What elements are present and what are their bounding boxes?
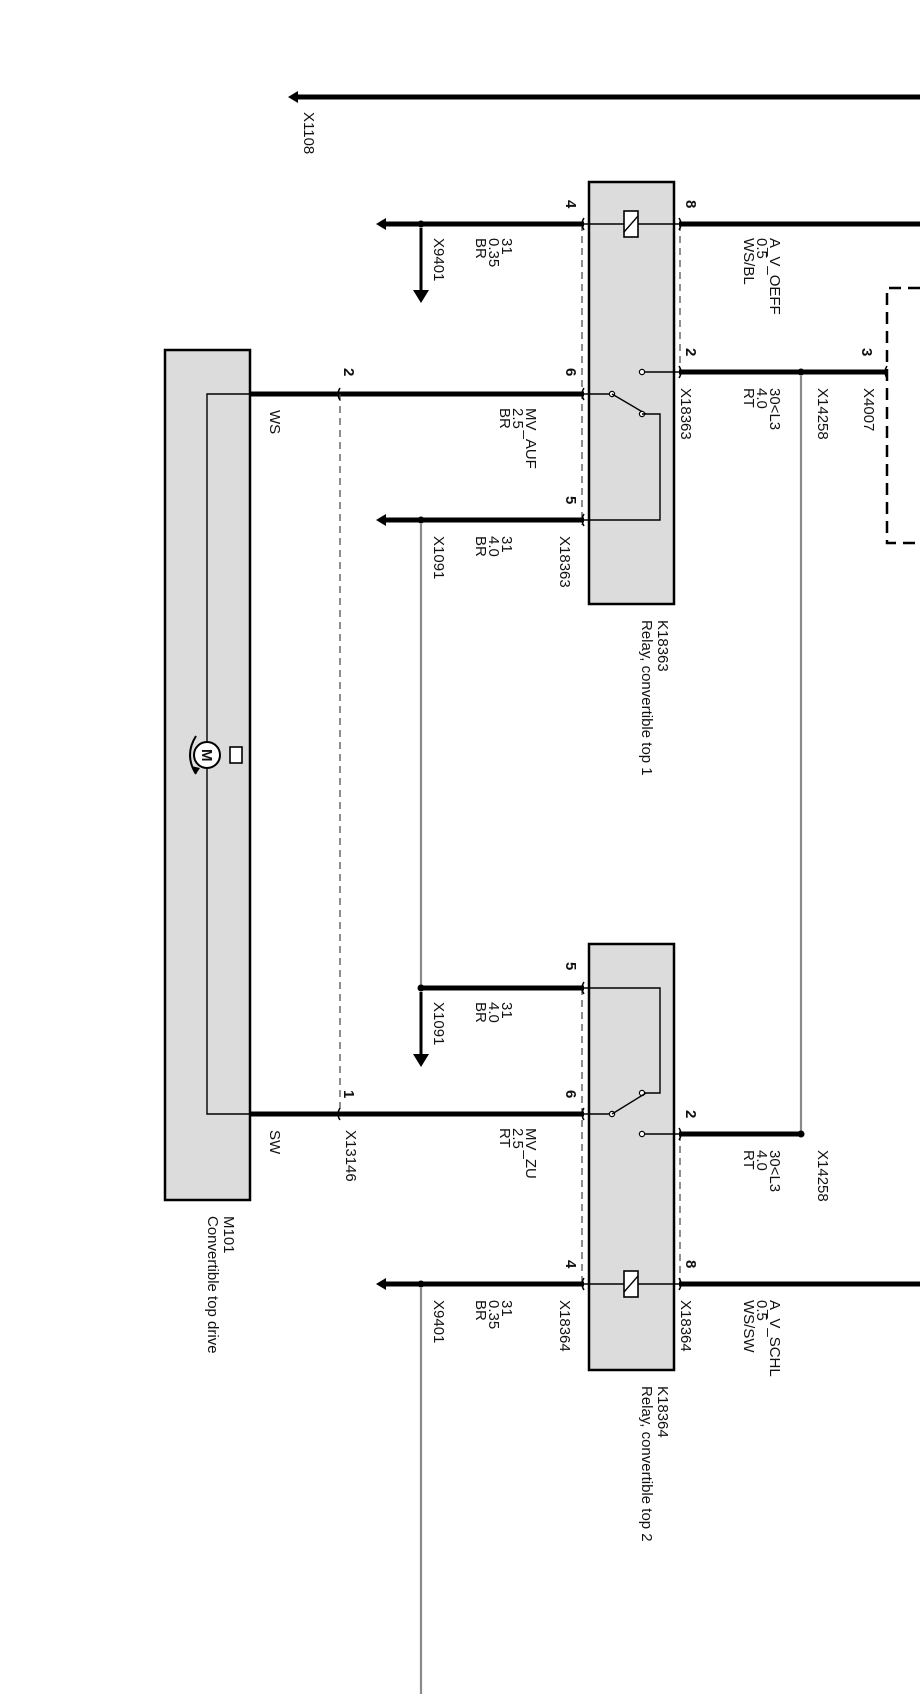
svg-text:SW: SW	[266, 1130, 283, 1155]
relay2-id: K18364	[654, 1386, 671, 1438]
svg-text:30<L3: 30<L3	[766, 388, 783, 430]
svg-text:X9401: X9401	[430, 1300, 447, 1343]
svg-text:0.5: 0.5	[753, 238, 770, 259]
svg-text:MV_AUF: MV_AUF	[522, 408, 539, 469]
svg-text:4.0: 4.0	[753, 1150, 770, 1171]
svg-text:RT: RT	[496, 1128, 513, 1148]
svg-text:X9401: X9401	[430, 238, 447, 281]
svg-text:X13146: X13146	[342, 1130, 359, 1182]
motor-brush-icon	[229, 746, 243, 764]
relay1-box	[587, 180, 676, 606]
svg-text:0.35: 0.35	[485, 238, 502, 267]
svg-text:BR: BR	[472, 536, 489, 557]
relay2-pin5: 5	[562, 962, 579, 970]
relay2-pin5-continuation-arrow	[413, 1054, 429, 1067]
ext-module-connector: X4007	[860, 388, 877, 431]
svg-text:X14258: X14258	[814, 388, 831, 440]
svg-text:2: 2	[340, 368, 357, 376]
relay2-name: Relay, convertible top 2	[638, 1386, 655, 1542]
svg-text:31: 31	[498, 536, 515, 553]
top-bus-connector: X1108	[300, 112, 317, 154]
connector-ticks	[337, 217, 888, 1291]
svg-text:BR: BR	[496, 408, 513, 429]
relay1-pin8: 8	[682, 200, 699, 208]
ext-module-pin3: 3	[858, 348, 875, 356]
svg-text:X18364: X18364	[677, 1300, 694, 1352]
svg-text:BR: BR	[472, 1002, 489, 1023]
motor-name: Convertible top drive	[204, 1216, 221, 1354]
svg-text:A_V_SCHL: A_V_SCHL	[766, 1300, 783, 1377]
svg-text:RT: RT	[740, 1150, 757, 1170]
svg-text:0.35: 0.35	[485, 1300, 502, 1329]
svg-text:4.0: 4.0	[753, 388, 770, 409]
relay2-pin2: 2	[682, 1110, 699, 1118]
relay2-pin4: 4	[562, 1260, 579, 1269]
relay1-pin5: 5	[562, 496, 579, 504]
svg-text:A_V_OEFF: A_V_OEFF	[766, 238, 783, 315]
relay1-name: Relay, convertible top 1	[638, 620, 655, 776]
motor-id: M101	[220, 1216, 237, 1254]
svg-text:BR: BR	[472, 238, 489, 259]
svg-text:4.0: 4.0	[485, 536, 502, 557]
relay1-switch-blade	[611, 393, 647, 415]
svg-text:X14258: X14258	[814, 1150, 831, 1202]
svg-text:0.5: 0.5	[753, 1300, 770, 1321]
svg-text:31: 31	[498, 1300, 515, 1317]
svg-text:WS/SW: WS/SW	[740, 1300, 757, 1353]
relay2-pin8: 8	[682, 1260, 699, 1268]
svg-text:BR: BR	[472, 1300, 489, 1321]
relay2-pin6: 6	[562, 1090, 579, 1098]
svg-text:RT: RT	[740, 388, 757, 408]
svg-text:4.0: 4.0	[485, 1002, 502, 1023]
svg-text:MV_ZU: MV_ZU	[522, 1128, 539, 1179]
motor-symbol-label: M	[198, 749, 215, 762]
svg-text:31: 31	[498, 238, 515, 255]
relay1-id: K18363	[654, 620, 671, 672]
svg-text:X18363: X18363	[556, 536, 573, 588]
svg-text:2.5: 2.5	[509, 1128, 526, 1149]
svg-text:1: 1	[340, 1090, 357, 1098]
svg-text:WS/BL: WS/BL	[740, 238, 757, 285]
relay2-box	[587, 942, 676, 1372]
svg-text:31: 31	[498, 1002, 515, 1019]
relay1-pin4-continuation-arrow	[413, 290, 429, 303]
relay1-pin2: 2	[682, 348, 699, 356]
svg-text:WS: WS	[266, 410, 283, 434]
external-module-outline	[885, 286, 920, 545]
svg-text:X1091: X1091	[430, 1002, 447, 1045]
top-bus-terminal	[288, 91, 298, 103]
svg-text:30<L3: 30<L3	[766, 1150, 783, 1192]
relay1-pin6: 6	[562, 368, 579, 376]
svg-text:X18364: X18364	[556, 1300, 573, 1352]
svg-text:2.5: 2.5	[509, 408, 526, 429]
svg-text:X18363: X18363	[677, 388, 694, 440]
motor-symbol	[193, 741, 221, 769]
svg-text:X1091: X1091	[430, 536, 447, 579]
relay2-switch-blade	[611, 1092, 647, 1115]
relay1-pin4: 4	[562, 200, 579, 209]
